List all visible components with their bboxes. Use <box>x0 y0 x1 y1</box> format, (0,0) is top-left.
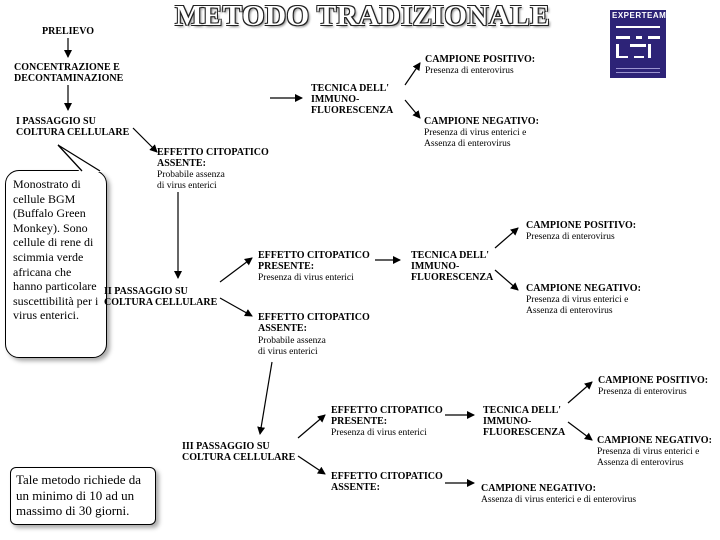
row3-negativo2-title: CAMPIONE NEGATIVO: <box>481 483 596 494</box>
page-title: METODO TRADIZIONALE <box>175 0 551 32</box>
callout-text: Monostrato di cellule BGM (Buffalo Green… <box>13 177 99 323</box>
experteam-logo <box>610 10 666 78</box>
row2-effetto-assente-sub: Probabile assenza di virus enterici <box>258 336 326 357</box>
row2-tecnica-label: TECNICA DELL' IMMUNO- FLUORESCENZA <box>411 250 494 283</box>
row3-negativo-sub: Presenza di virus enterici e Assenza di … <box>597 447 700 468</box>
row2-negativo-sub: Presenza di virus enterici e Assenza di … <box>526 295 629 316</box>
row2-positivo-title: CAMPIONE POSITIVO: <box>526 220 637 231</box>
concentrazione-label: CONCENTRAZIONE E DECONTAMINAZIONE <box>14 62 124 84</box>
row1-negativo-title: CAMPIONE NEGATIVO: <box>424 116 539 127</box>
duration-note-text: Tale metodo richiede da un minimo di 10 … <box>16 472 142 518</box>
callout-bubble <box>5 170 107 358</box>
arrow-row3-to-assente <box>297 455 326 475</box>
logo-text: EXPERTEAM <box>612 11 667 20</box>
row2-negativo-title: CAMPIONE NEGATIVO: <box>526 283 641 294</box>
arrow-row3-to-presente <box>297 414 326 439</box>
row2-positivo-sub: Presenza di enterovirus <box>526 232 615 242</box>
arrow-row2-to-presente <box>219 257 253 283</box>
arrow-tecnica2-to-negativo <box>494 269 519 291</box>
row3-negativo-title: CAMPIONE NEGATIVO: <box>597 435 712 446</box>
row1-positivo-title: CAMPIONE POSITIVO: <box>425 54 536 65</box>
row1-negativo-sub: Presenza di virus enterici e Assenza di … <box>424 128 527 149</box>
row3-tecnica-label: TECNICA DELL' IMMUNO- FLUORESCENZA <box>483 405 566 438</box>
row1-positivo-sub: Presenza di enterovirus <box>425 66 514 76</box>
row1-effetto-assente-title: EFFETTO CITOPATICO ASSENTE: <box>157 147 269 169</box>
duration-note-box <box>10 467 156 525</box>
arrow-tecnica1-to-negativo <box>404 99 421 119</box>
arrow-tecnica2-to-positivo <box>494 227 519 249</box>
row2-effetto-presente-title: EFFETTO CITOPATICO PRESENTE: <box>258 250 370 272</box>
passaggio-1-label: I PASSAGGIO SU COLTURA CELLULARE <box>16 116 130 138</box>
row3-effetto-assente-title: EFFETTO CITOPATICO ASSENTE: <box>331 471 443 493</box>
row3-positivo-title: CAMPIONE POSITIVO: <box>598 375 709 386</box>
arrow-row1-to-assente <box>132 127 158 153</box>
arrow-to-passaggio-3 <box>257 361 273 435</box>
row3-effetto-presente-sub: Presenza di virus enterici <box>331 428 427 438</box>
row1-tecnica-label: TECNICA DELL' IMMUNO- FLUORESCENZA <box>311 83 394 116</box>
prelievo-label: PRELIEVO <box>42 26 95 37</box>
arrow-tecnica1-to-positivo <box>404 62 421 86</box>
row3-positivo-sub: Presenza di enterovirus <box>598 387 687 397</box>
arrow-row2-to-assente <box>219 297 253 317</box>
arrow-tecnica3-to-negativo <box>567 421 593 441</box>
arrow-tecnica3-to-positivo <box>567 381 593 404</box>
passaggio-2-label: II PASSAGGIO SU COLTURA CELLULARE <box>104 286 218 308</box>
row2-effetto-assente-title: EFFETTO CITOPATICO ASSENTE: <box>258 312 370 334</box>
row2-effetto-presente-sub: Presenza di virus enterici <box>258 273 354 283</box>
row3-effetto-presente-title: EFFETTO CITOPATICO PRESENTE: <box>331 405 443 427</box>
logo-graphic <box>616 26 660 73</box>
passaggio-3-label: III PASSAGGIO SU COLTURA CELLULARE <box>182 441 296 463</box>
row1-effetto-assente-sub: Probabile assenza di virus enterici <box>157 170 225 191</box>
row3-negativo2-sub: Assenza di virus enterici e di enterovir… <box>481 495 637 505</box>
